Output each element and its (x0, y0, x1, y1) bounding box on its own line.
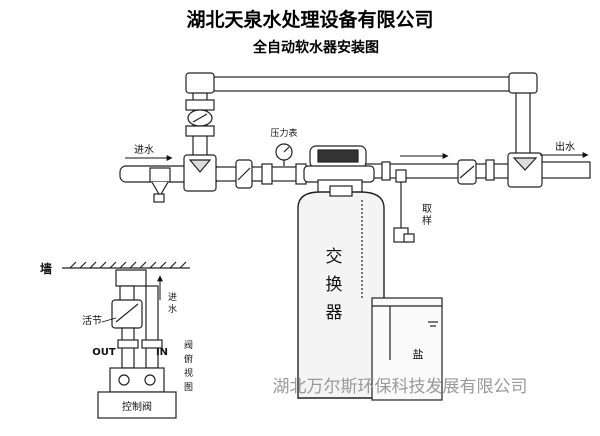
sampling-tap (393, 169, 415, 243)
wall-label: 墙 (40, 261, 52, 276)
salt-label: 盐 (413, 348, 424, 361)
company-title: 湖北天泉水处理设备有限公司 (186, 8, 433, 31)
outlet-valve-icon (457, 159, 477, 185)
out-label: OUT (92, 347, 116, 358)
inlet-valve-icon (235, 159, 253, 189)
watermark-text: 湖北万尔斯环保科技发展有限公司 (273, 377, 528, 397)
tee-right (507, 152, 543, 188)
strainer-icon (149, 167, 171, 203)
valve-view-char-1: 阀 (184, 340, 193, 351)
valve-view-char-2: 俯 (184, 353, 193, 365)
valve-view-char-4: 图 (184, 382, 193, 393)
sampling-label-1: 取 (422, 203, 432, 215)
outlet-union (381, 159, 495, 181)
union-pointer (101, 317, 117, 323)
exchanger-tank (297, 185, 385, 399)
bypass-valve-icon (185, 99, 215, 137)
exchanger-char-3: 器 (326, 303, 343, 323)
valve-inset-piping (111, 269, 163, 369)
valve-view-char-3: 视 (184, 367, 193, 379)
tee-left (183, 154, 217, 192)
in-label: IN (156, 347, 168, 358)
union-label: 活节 (82, 315, 102, 327)
outlet-label: 出水 (555, 140, 575, 153)
exchanger-char-1: 交 (326, 247, 343, 267)
elbow-right (508, 72, 538, 94)
control-valve-box (97, 367, 177, 419)
elbow-left (185, 72, 215, 94)
control-valve-label: 控制阀 (122, 400, 152, 413)
inset-inlet-char-1: 进 (168, 292, 177, 303)
inset-inlet-char-2: 水 (168, 303, 177, 315)
brine-tank (361, 200, 443, 401)
exchanger-char-2: 换 (326, 275, 343, 295)
pressure-gauge-label: 压力表 (270, 127, 297, 139)
diagram-subtitle: 全自动软水器安装图 (252, 39, 379, 56)
sampling-label-2: 样 (422, 214, 432, 227)
wall-line (62, 261, 190, 269)
pressure-gauge-icon (275, 143, 293, 166)
inlet-label: 进水 (134, 144, 154, 156)
